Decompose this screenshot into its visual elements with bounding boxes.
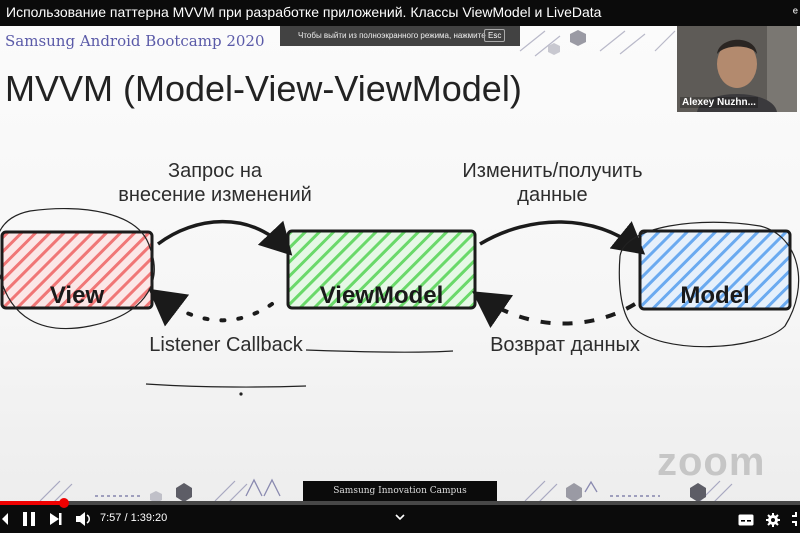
progress-bar[interactable] — [0, 501, 800, 505]
model-label: Model — [640, 282, 790, 310]
fullscreen-exit-icon[interactable] — [792, 512, 800, 526]
fullscreen-toast: Чтобы выйти из полноэкранного режима, на… — [280, 26, 520, 46]
viewmodel-label: ViewModel — [288, 282, 475, 310]
player-controls: 7:57 / 1:39:20 — [0, 501, 800, 533]
listener-label: Listener Callback — [140, 334, 312, 357]
chevron-down-icon[interactable] — [395, 514, 405, 522]
listener-underline — [146, 384, 306, 387]
progress-thumb[interactable] — [59, 498, 69, 508]
next-icon[interactable] — [49, 512, 63, 526]
change-label-line2: данные — [440, 184, 665, 207]
webcam-thumbnail[interactable]: Alexey Nuzhn... — [677, 26, 797, 112]
listener-arrow — [158, 296, 272, 320]
return-label: Возврат данных — [480, 334, 650, 357]
request-arrow — [158, 222, 285, 248]
view-label: View — [2, 282, 152, 310]
participant-name: Alexey Nuzhn... — [680, 97, 758, 108]
settings-icon[interactable] — [766, 513, 780, 527]
zoom-watermark: zoom — [657, 440, 765, 485]
return-arrow — [482, 298, 635, 324]
video-title[interactable]: Использование паттерна MVVM при разработ… — [6, 4, 601, 20]
slide-title: MVVM (Model-View-ViewModel) — [5, 68, 522, 110]
time-display: 7:57 / 1:39:20 — [100, 512, 167, 524]
request-label-line1: Запрос на — [110, 160, 320, 183]
subtitles-icon[interactable] — [738, 514, 754, 526]
toast-text: Чтобы выйти из полноэкранного режима, на… — [298, 31, 486, 40]
change-arrow — [480, 222, 637, 248]
slide-footer: Samsung Innovation Campus — [303, 481, 497, 501]
video-title-bar: Использование паттерна MVVM при разработ… — [0, 0, 800, 26]
title-overflow: ᵉ — [793, 4, 798, 20]
volume-icon[interactable] — [76, 512, 92, 526]
slide-header: Samsung Android Bootcamp 2020 — [5, 32, 265, 50]
progress-fill — [0, 501, 64, 505]
request-label-line2: внесение изменений — [100, 184, 330, 207]
pause-icon[interactable] — [22, 512, 36, 526]
viewmodel-underline — [306, 350, 453, 352]
previous-icon[interactable] — [0, 512, 10, 526]
change-label-line1: Изменить/получить — [440, 160, 665, 183]
esc-key-badge: Esc — [484, 29, 505, 42]
